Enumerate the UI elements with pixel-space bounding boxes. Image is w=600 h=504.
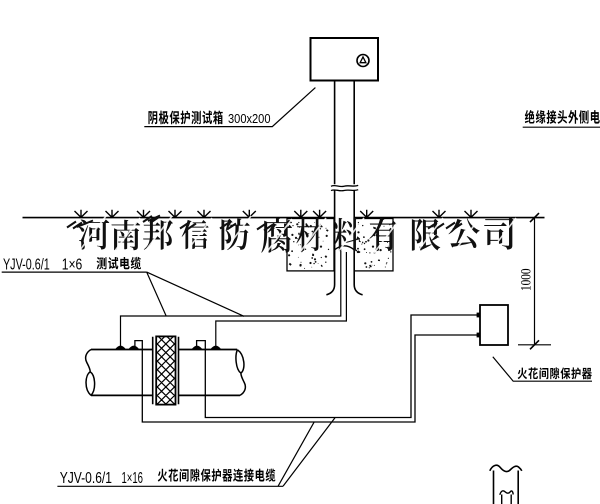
svg-text:YJV-0.6/1: YJV-0.6/1 [3,257,50,274]
svg-text:1000: 1000 [519,269,535,292]
svg-text:YJV-0.6/1: YJV-0.6/1 [60,470,112,487]
svg-text:300x200: 300x200 [228,111,271,126]
svg-text:1×6: 1×6 [62,257,83,274]
svg-text:1×16: 1×16 [122,470,144,487]
